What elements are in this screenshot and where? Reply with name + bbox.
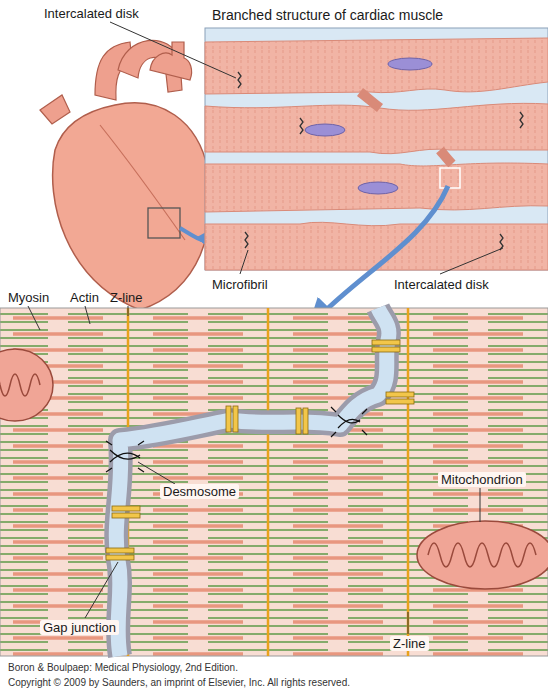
credit-line: Copyright © 2009 by Saunders, an imprint…	[8, 677, 350, 689]
cardiac-fiber-panel	[205, 28, 548, 318]
label: Intercalated disk	[44, 6, 139, 21]
label: Microfibril	[212, 277, 268, 292]
label: Z-line	[110, 290, 143, 305]
label: Actin	[70, 290, 99, 305]
credit-line: Boron & Boulpaep: Medical Physiology, 2n…	[8, 662, 238, 674]
label: Gap junction	[40, 620, 119, 635]
panel-title: Branched structure of cardiac muscle	[212, 8, 443, 23]
heart	[40, 40, 212, 310]
label: Desmosome	[160, 484, 239, 499]
label: Intercalated disk	[394, 277, 489, 292]
label: Mitochondrion	[438, 472, 526, 487]
leader-lines	[28, 22, 503, 634]
label: Myosin	[8, 290, 49, 305]
label: Z-line	[390, 636, 429, 651]
sarcomere-panel	[0, 308, 548, 656]
